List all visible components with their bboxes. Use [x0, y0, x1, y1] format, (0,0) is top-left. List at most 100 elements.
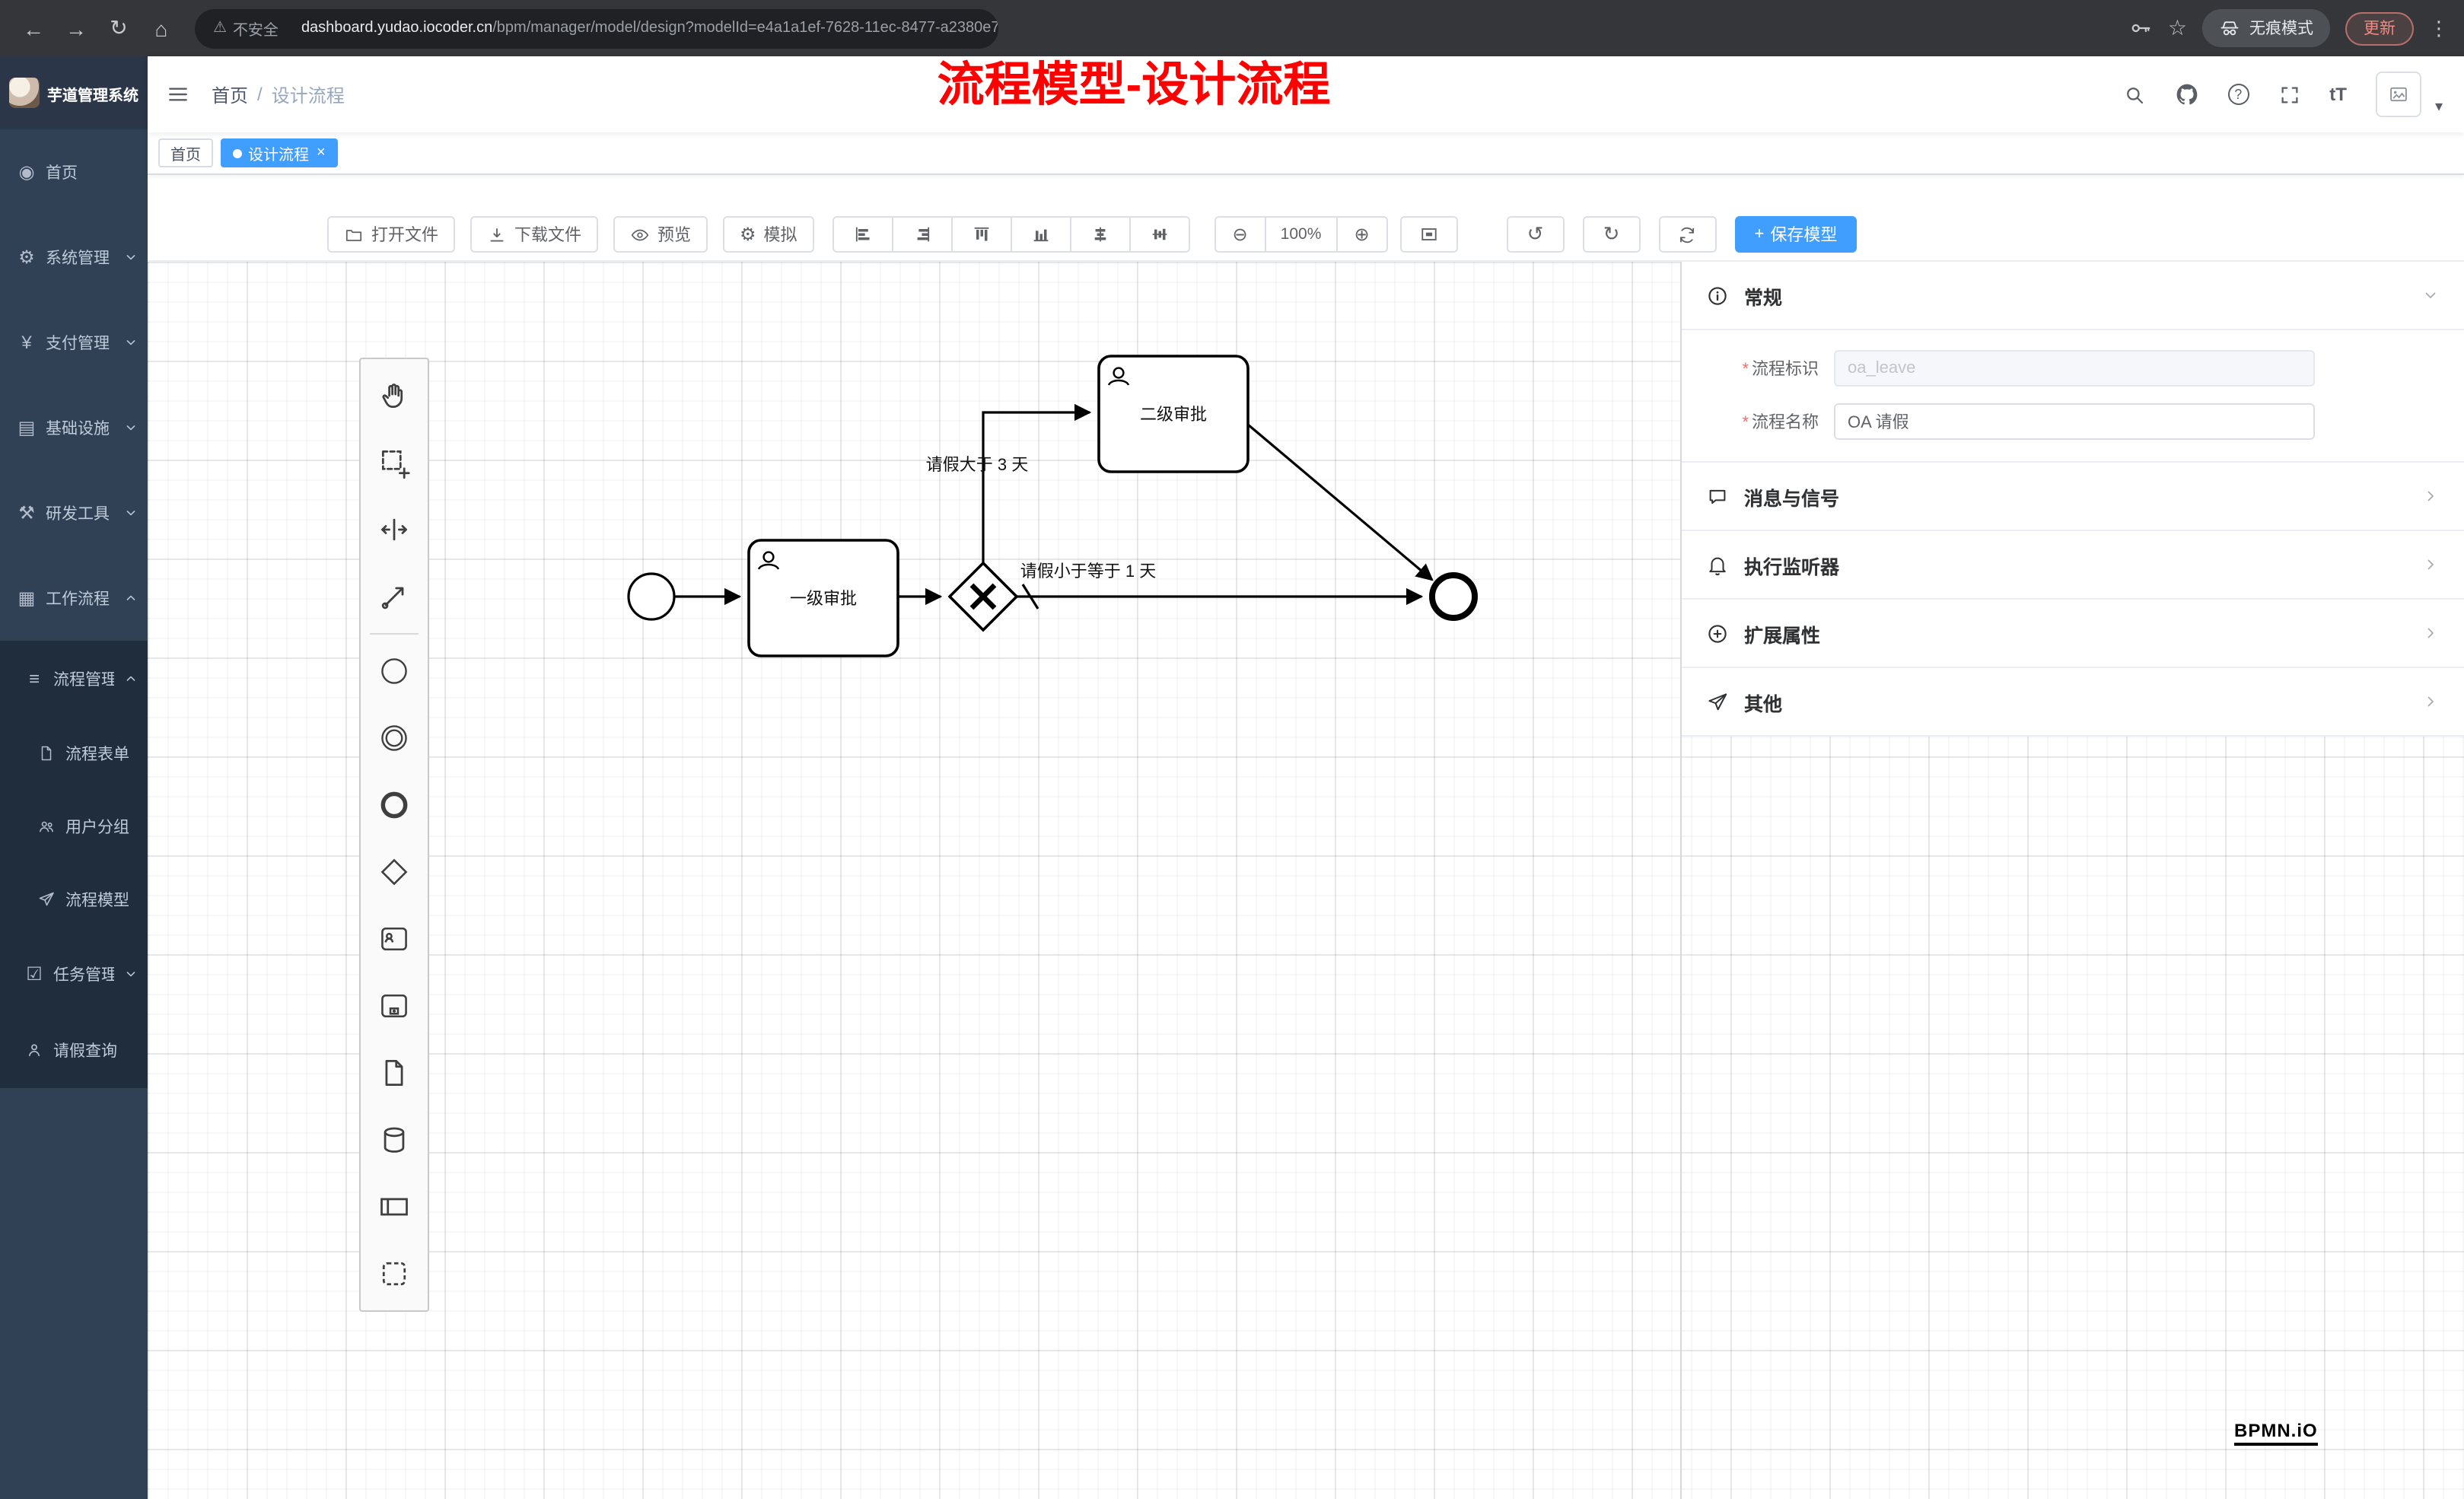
github-icon[interactable] — [2174, 82, 2198, 107]
gear-icon: ⚙ — [18, 247, 35, 268]
browser-chrome: ← → ↻ ⌂ ⚠ 不安全 dashboard.yudao.iocoder.cn… — [0, 0, 2464, 56]
browser-update-button[interactable]: 更新 — [2345, 11, 2414, 45]
align-center-vertical-button[interactable] — [1129, 216, 1190, 253]
create-subprocess[interactable] — [361, 972, 428, 1039]
tab-design-process[interactable]: 设计流程 × — [221, 138, 338, 167]
download-file-button[interactable]: 下载文件 — [470, 216, 598, 253]
sidebar-item-payment[interactable]: ¥ 支付管理 — [0, 300, 148, 385]
browser-home-icon[interactable]: ⌂ — [154, 16, 168, 40]
chevron-down-icon — [123, 335, 138, 350]
sidebar-item-workflow[interactable]: ▦ 工作流程 — [0, 555, 148, 641]
space-tool-icon — [377, 513, 411, 546]
start-event[interactable] — [627, 572, 676, 621]
sequence-flow-gateway-to-task2[interactable] — [982, 403, 1092, 563]
connect-icon — [377, 580, 411, 613]
sidebar-item-task-management[interactable]: ☑ 任务管理 — [0, 936, 148, 1012]
panel-section-messages-signals[interactable]: 消息与信号 — [1682, 463, 2464, 531]
align-top-button[interactable] — [950, 216, 1012, 253]
search-icon[interactable] — [2122, 83, 2145, 106]
browser-menu-icon[interactable]: ⋮ — [2429, 16, 2449, 39]
create-data-object[interactable] — [361, 1039, 428, 1106]
address-bar[interactable]: ⚠ 不安全 dashboard.yudao.iocoder.cn/bpm/man… — [195, 8, 998, 48]
tab-close-icon[interactable]: × — [317, 145, 326, 161]
browser-forward-icon[interactable]: → — [65, 16, 87, 40]
sidebar-item-process-form[interactable]: 流程表单 — [0, 717, 148, 790]
password-key-icon[interactable] — [2130, 17, 2153, 40]
create-intermediate-event[interactable] — [361, 705, 428, 772]
align-right-button[interactable] — [891, 216, 953, 253]
zoom-fit-button[interactable] — [1399, 216, 1458, 253]
simulate-button[interactable]: ⚙ 模拟 — [723, 216, 814, 253]
browser-back-icon[interactable]: ← — [23, 16, 44, 40]
yen-icon: ¥ — [21, 332, 32, 353]
browser-reload-icon[interactable]: ↻ — [110, 15, 128, 40]
space-tool[interactable] — [361, 496, 428, 563]
font-size-icon[interactable]: tT — [2329, 84, 2347, 105]
bpmn-io-watermark[interactable]: BPMN.iO — [2234, 1420, 2318, 1446]
align-center-vertical-icon — [1149, 224, 1170, 245]
lasso-tool[interactable] — [361, 429, 428, 496]
align-center-horizontal-button[interactable] — [1069, 216, 1131, 253]
preview-button[interactable]: 预览 — [613, 216, 708, 253]
user-task-first-approval[interactable]: 一级审批 — [747, 539, 899, 657]
create-participant[interactable] — [361, 1173, 428, 1240]
comment-icon — [1706, 485, 1729, 508]
save-model-button[interactable]: + 保存模型 — [1734, 216, 1858, 253]
sidebar-item-process-model[interactable]: 流程模型 — [0, 863, 148, 936]
general-form: *流程标识 *流程名称 — [1682, 330, 2464, 463]
security-label[interactable]: 不安全 — [232, 23, 279, 40]
chevron-down-icon — [123, 966, 138, 982]
help-icon[interactable]: ? — [2227, 84, 2249, 105]
panel-section-extended-attributes[interactable]: 扩展属性 — [1682, 600, 2464, 668]
task-label: 一级审批 — [790, 589, 857, 608]
panel-section-general[interactable]: 常规 — [1682, 262, 2464, 330]
panel-section-execution-listeners[interactable]: 执行监听器 — [1682, 531, 2464, 600]
exclusive-gateway[interactable] — [947, 561, 1019, 632]
create-end-event[interactable] — [361, 772, 428, 839]
avatar-caret-down-icon[interactable]: ▾ — [2434, 98, 2443, 115]
create-start-event[interactable] — [361, 638, 428, 705]
sidebar-item-leave-query[interactable]: 请假查询 — [0, 1012, 148, 1088]
flow-label-gt-3-days[interactable]: 请假大于 3 天 — [926, 455, 1028, 474]
end-event[interactable] — [1429, 572, 1478, 621]
sequence-flow-task2-to-end[interactable] — [1246, 423, 1434, 581]
sidebar-item-infrastructure[interactable]: ▤ 基础设施 — [0, 385, 148, 470]
sidebar-item-user-group[interactable]: 用户分组 — [0, 790, 148, 863]
infrastructure-icon: ▤ — [18, 417, 36, 438]
zoom-out-button[interactable]: ⊖ — [1214, 216, 1266, 253]
open-file-label: 打开文件 — [371, 227, 438, 245]
fullscreen-icon[interactable] — [2278, 83, 2300, 106]
restore-button[interactable] — [1658, 216, 1717, 253]
align-bottom-button[interactable] — [1010, 216, 1071, 253]
dashboard-icon: ◉ — [18, 161, 35, 183]
eye-icon — [630, 224, 650, 244]
panel-section-other[interactable]: 其他 — [1682, 668, 2464, 737]
chevron-down-icon — [123, 420, 138, 435]
tab-home[interactable]: 首页 — [158, 138, 213, 167]
create-exclusive-gateway[interactable] — [361, 839, 428, 905]
align-left-button[interactable] — [832, 216, 893, 253]
breadcrumb-home[interactable]: 首页 — [212, 84, 249, 106]
create-group[interactable] — [361, 1240, 428, 1307]
user-task-second-approval[interactable]: 二级审批 — [1097, 355, 1250, 473]
redo-button[interactable]: ↻ — [1582, 216, 1641, 253]
sidebar-item-home[interactable]: ◉ 首页 — [0, 129, 148, 215]
zoom-in-button[interactable]: ⊕ — [1335, 216, 1388, 253]
hand-tool[interactable] — [361, 362, 428, 429]
sidebar-item-process-management[interactable]: ≡ 流程管理 — [0, 641, 148, 717]
create-user-task[interactable] — [361, 905, 428, 972]
sidebar-item-system[interactable]: ⚙ 系统管理 — [0, 215, 148, 300]
open-file-button[interactable]: 打开文件 — [327, 216, 455, 253]
process-name-input[interactable] — [1834, 403, 2315, 440]
process-name-label: *流程名称 — [1682, 409, 1834, 434]
field-label: 流程名称 — [1752, 414, 1819, 432]
bookmark-star-icon[interactable]: ☆ — [2167, 15, 2187, 40]
sidebar-collapse-icon[interactable] — [166, 82, 190, 107]
global-connect-tool[interactable] — [361, 563, 428, 630]
undo-button[interactable]: ↺ — [1506, 216, 1565, 253]
app-logo-row[interactable]: 芋道管理系统 — [0, 56, 148, 129]
user-avatar[interactable] — [2375, 72, 2421, 117]
create-data-store[interactable] — [361, 1106, 428, 1173]
flow-label-lte-1-day[interactable]: 请假小于等于 1 天 — [1020, 562, 1156, 581]
sidebar-item-dev-tools[interactable]: ⚒ 研发工具 — [0, 470, 148, 555]
